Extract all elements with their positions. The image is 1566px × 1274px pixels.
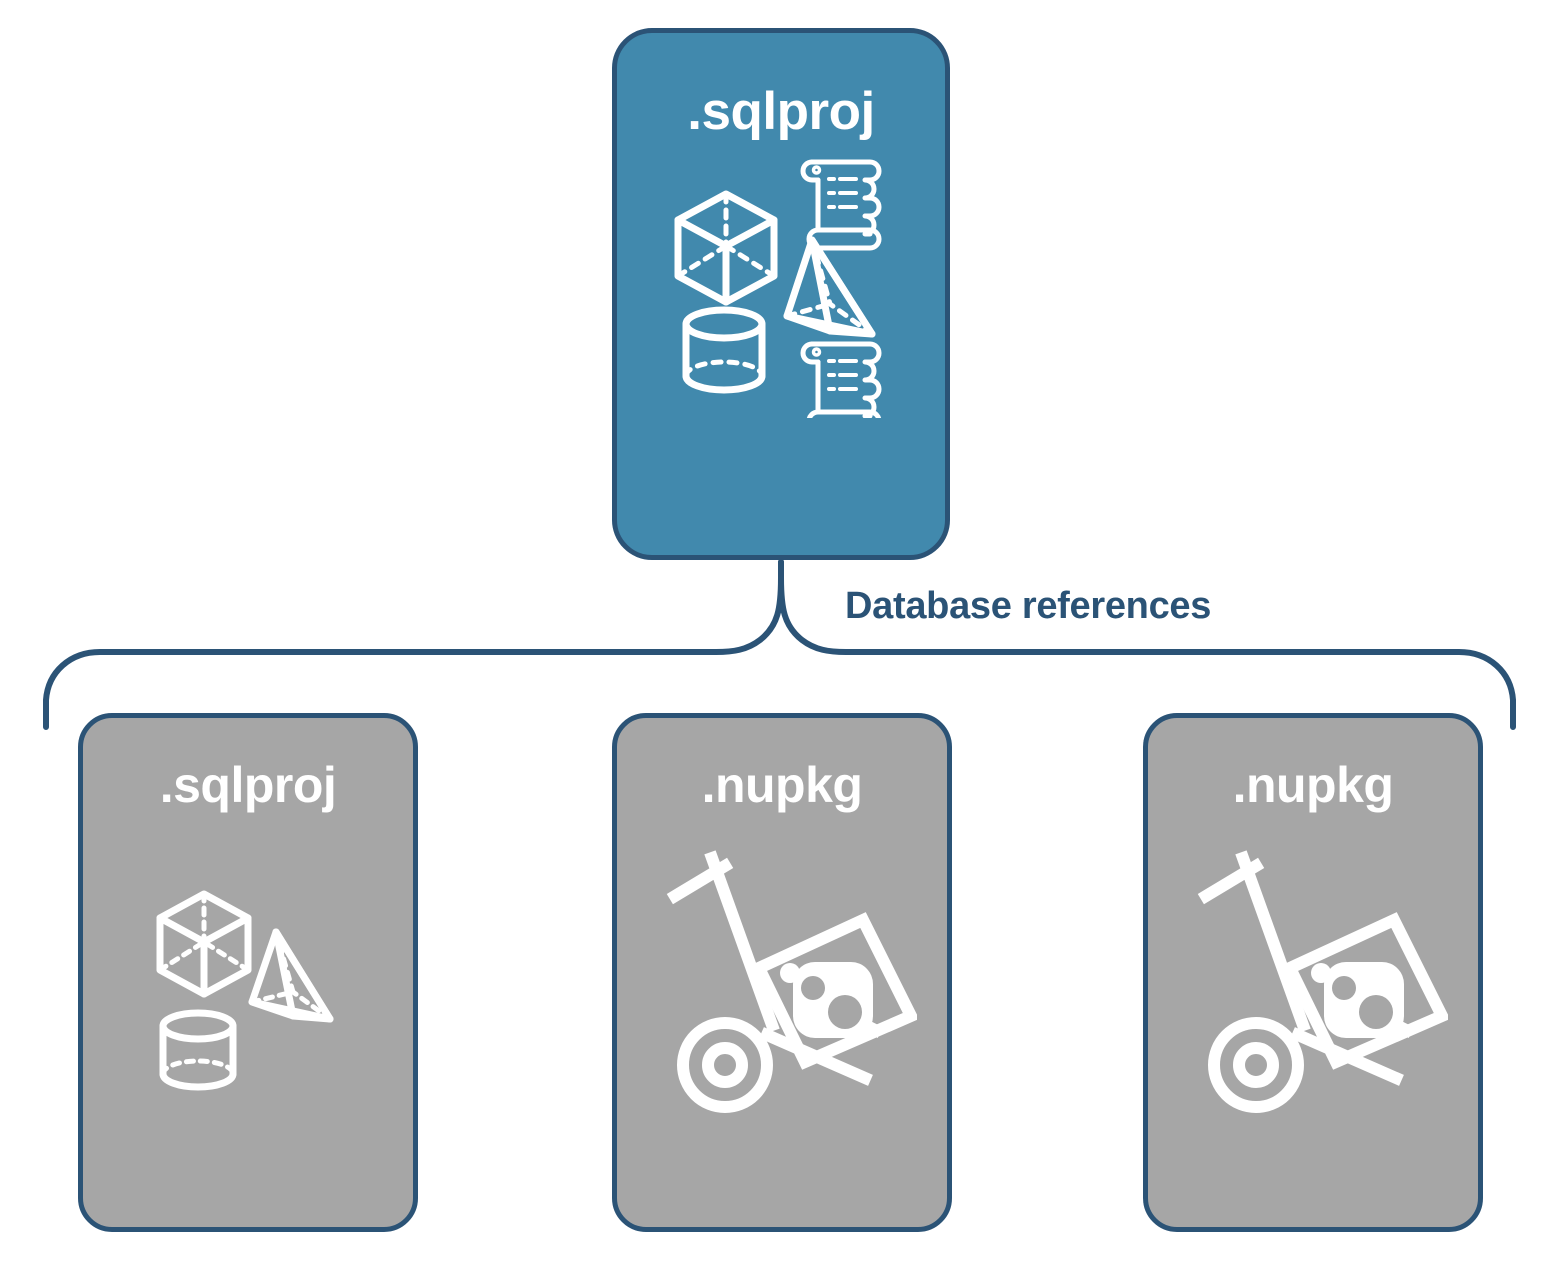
pyramid-wireframe-icon (248, 928, 334, 1023)
node-sqlproj-child[interactable]: .sqlproj (78, 713, 418, 1232)
node-nupkg-2[interactable]: .nupkg (1143, 713, 1483, 1232)
node-sqlproj-parent[interactable]: .sqlproj (612, 28, 950, 560)
cube-wireframe-icon (674, 190, 778, 306)
node-title: .sqlproj (687, 82, 875, 141)
node-nupkg-1[interactable]: .nupkg (612, 713, 952, 1232)
nuget-package-handtruck-icon (1178, 850, 1448, 1120)
parent-icon-area (617, 138, 945, 555)
cylinder-wireframe-icon (159, 1009, 237, 1091)
nuget-package-handtruck-icon (647, 850, 917, 1120)
scroll-document-icon (800, 159, 882, 251)
node-title: .nupkg (701, 757, 863, 813)
connector-label: Database references (845, 585, 1212, 627)
child-icon-area (617, 810, 947, 1227)
parent-icon-cluster (666, 148, 896, 418)
child-icon-area (83, 810, 413, 1227)
node-title: .nupkg (1232, 757, 1394, 813)
cylinder-wireframe-icon (682, 306, 766, 394)
pyramid-wireframe-icon (783, 236, 876, 338)
cube-wireframe-icon (156, 890, 252, 998)
scroll-document-icon (800, 341, 882, 418)
child-shape-cluster (148, 874, 348, 1104)
node-title: .sqlproj (159, 757, 337, 813)
child-icon-area (1148, 810, 1478, 1227)
